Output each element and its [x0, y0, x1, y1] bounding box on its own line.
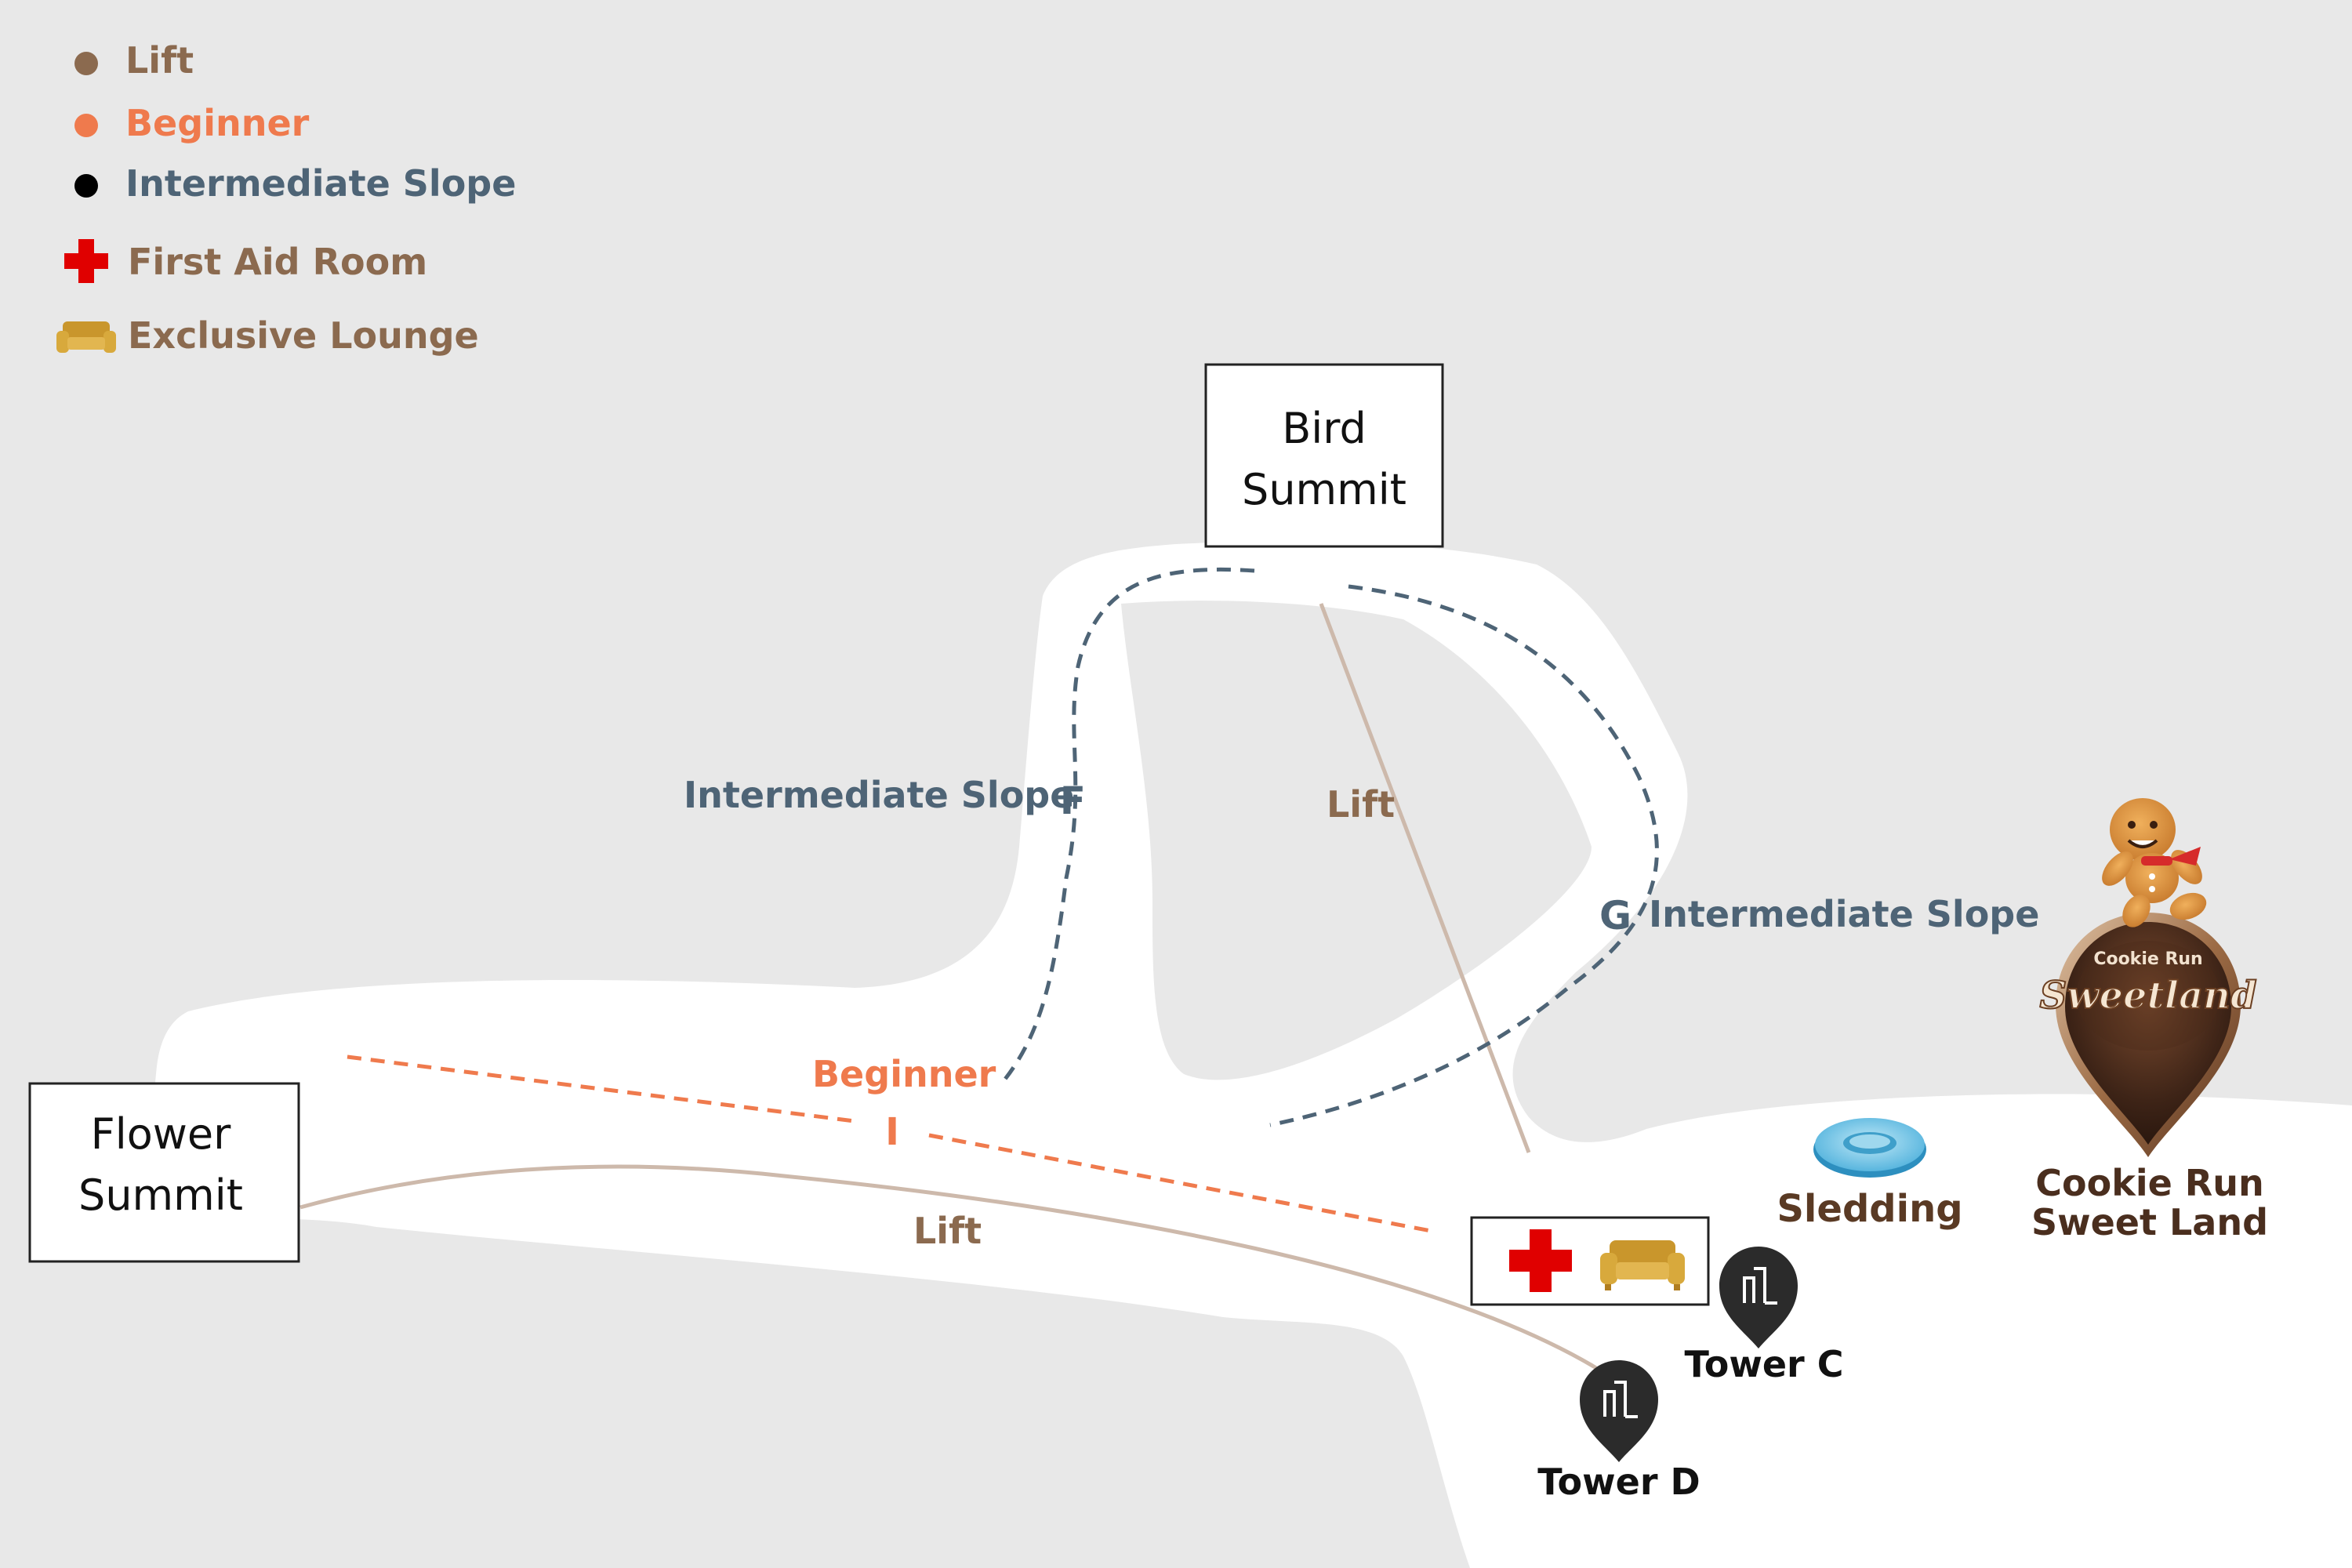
legend-beginner-label: Beginner [125, 102, 310, 144]
legend-lift-dot [74, 52, 98, 75]
flower-summit-box [28, 1082, 300, 1263]
lift-line-upper [1319, 603, 1531, 1153]
slope-f-letter: F [1060, 779, 1086, 823]
bird-summit-line1: Bird [1282, 404, 1367, 453]
sledding-label: Sledding [1777, 1187, 1962, 1231]
legend-intermediate-label: Intermediate Slope [125, 162, 516, 205]
beginner-letter: I [885, 1110, 899, 1154]
tower-d-pin-icon [1580, 1360, 1658, 1462]
slope-f-label: Intermediate Slope [684, 774, 1074, 816]
tower-d-label: Tower D [1537, 1461, 1700, 1503]
lift-lower-label: Lift [913, 1210, 982, 1252]
legend-first-aid-icon [64, 239, 108, 283]
bird-summit-box [1204, 363, 1444, 548]
slope-g-path [1269, 584, 1659, 1127]
sweetland-logo-top: Cookie Run [2093, 949, 2202, 969]
lift-line-lower [299, 1164, 1617, 1382]
slope-beginner-path-2 [928, 1133, 1432, 1233]
snow-tube-icon [1813, 1118, 1926, 1178]
slope-f-path [998, 567, 1255, 1087]
sofa-icon [1600, 1240, 1685, 1290]
tower-c-pin-icon [1719, 1247, 1798, 1348]
bird-summit-line2: Summit [1242, 465, 1406, 514]
flower-summit-line2: Summit [78, 1171, 243, 1220]
slope-g-label: Intermediate Slope [1649, 893, 2039, 935]
slope-g-letter: G [1599, 893, 1632, 938]
sweetland-pin-icon: Cookie Run Sweetland [2038, 913, 2258, 1157]
legend-intermediate-dot [74, 174, 98, 198]
tower-c-label: Tower C [1684, 1343, 1843, 1385]
sweetland-label-line1: Cookie Run [2035, 1162, 2263, 1204]
slope-beginner-path [347, 1054, 855, 1123]
sweetland-logo-main: Sweetland [2039, 974, 2256, 1018]
flower-summit-line1: Flower [91, 1109, 231, 1159]
legend-lift-label: Lift [125, 39, 194, 82]
beginner-label: Beginner [812, 1053, 996, 1095]
sweetland-label-line2: Sweet Land [2031, 1201, 2268, 1243]
inner-terrain [1121, 601, 1592, 1080]
legend-lounge-label: Exclusive Lounge [128, 314, 479, 357]
legend-first-aid-label: First Aid Room [128, 241, 427, 283]
legend-beginner-dot [74, 114, 98, 137]
first-aid-icon [1509, 1229, 1572, 1292]
gingerbread-cookie-icon [2102, 798, 2207, 927]
lift-upper-label: Lift [1327, 783, 1395, 826]
legend-sofa-icon [56, 321, 116, 353]
